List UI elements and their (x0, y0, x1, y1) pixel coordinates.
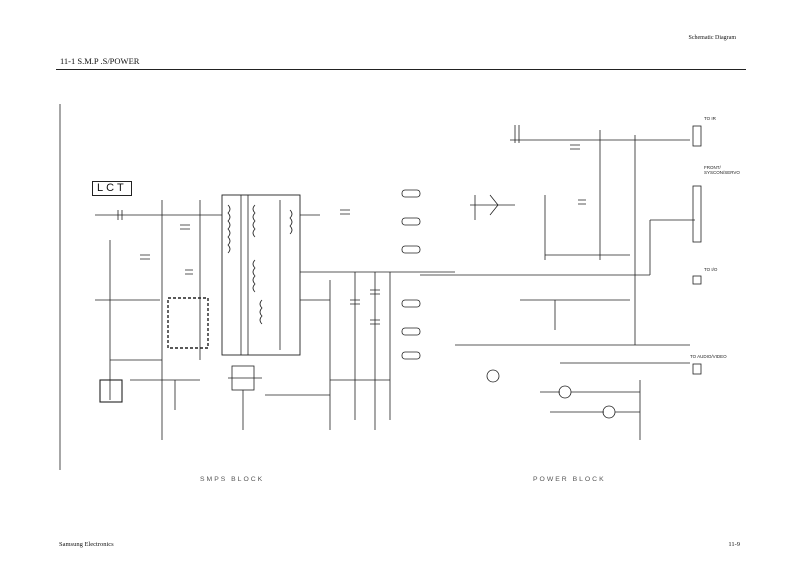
footer-company: Samsung Electronics (59, 541, 114, 548)
header-rule (56, 69, 746, 70)
block-label-power: POWER BLOCK (533, 476, 606, 483)
connector-label-front: FRONT/ SYSCON/SERVO (704, 165, 740, 175)
connector-label-to-audio-video: TO AUDIO/VIDEO (690, 354, 727, 359)
block-label-smps: SMPS BLOCK (200, 476, 265, 483)
lct-label: LCT (92, 181, 132, 196)
header-document-type: Schematic Diagram (688, 35, 736, 41)
page-title: 11-1 S.M.P .S/POWER (60, 56, 140, 66)
connector-label-to-ir: TO IR (704, 116, 716, 121)
footer-page-number: 11-9 (728, 541, 740, 548)
connector-label-to-io: TO I/O (704, 267, 718, 272)
